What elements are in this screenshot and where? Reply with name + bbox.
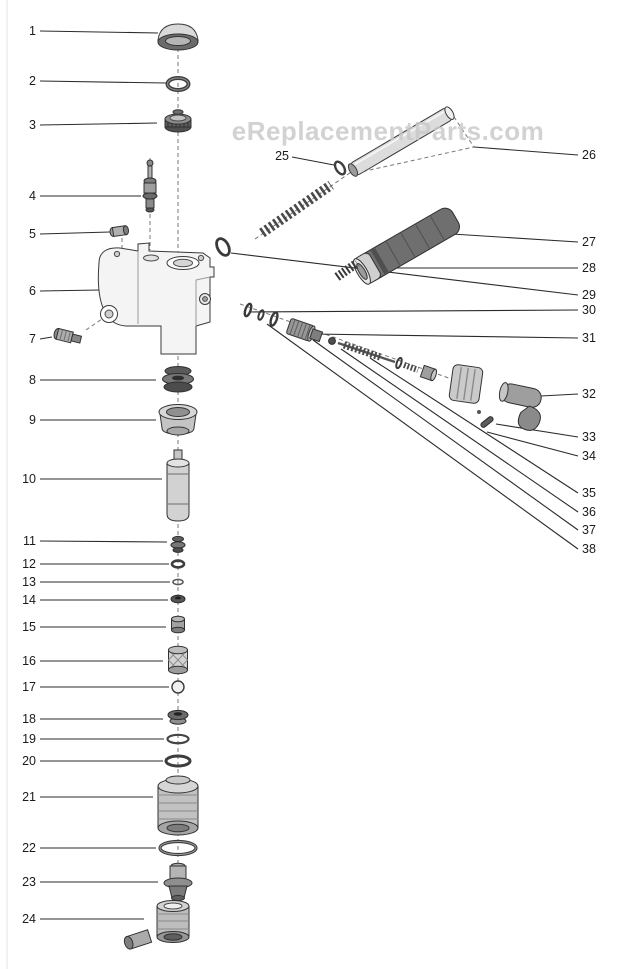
callout-line-35 (369, 357, 579, 494)
watermark: eReplacementParts.com (232, 116, 545, 146)
part-5-plug (109, 225, 129, 237)
callout-line-38 (266, 323, 579, 550)
part-26-suction-tube (347, 106, 455, 177)
callout-line-3 (39, 122, 158, 126)
callout-number-18: 18 (22, 712, 36, 726)
callout-number-11: 11 (23, 534, 36, 548)
callout-number-31: 31 (582, 331, 596, 345)
callout-line-26 (473, 146, 579, 156)
callout-number-34: 34 (582, 449, 596, 463)
part-4-valve-stem (142, 159, 158, 213)
part-25-oring (333, 160, 347, 176)
part-19-oring (166, 733, 190, 745)
callout-number-22: 22 (22, 841, 36, 855)
callout-number-1: 1 (29, 24, 36, 38)
callout-number-17: 17 (22, 680, 36, 694)
part-7-fitting (53, 327, 83, 344)
callout-line-33 (495, 423, 579, 438)
callout-line-1 (39, 30, 159, 34)
callout-number-2: 2 (29, 74, 36, 88)
callout-number-27: 27 (582, 235, 596, 249)
callout-number-8: 8 (29, 373, 36, 387)
guide-lines (85, 48, 475, 912)
callout-number-21: 21 (22, 790, 36, 804)
callout-line-36 (340, 348, 579, 513)
callout-number-16: 16 (22, 654, 36, 668)
callout-number-38: 38 (582, 542, 596, 556)
part-18-seat-washer (167, 709, 189, 725)
callout-lines (39, 30, 579, 920)
part-28-spring (334, 259, 360, 281)
part-2-gasket (165, 76, 191, 92)
callout-number-29: 29 (582, 288, 596, 302)
part-rod-and-springs (328, 337, 438, 382)
part-33-pin (477, 410, 494, 428)
callout-number-7: 7 (29, 332, 36, 346)
part-1-cap (157, 23, 199, 51)
callout-number-6: 6 (29, 284, 36, 298)
callout-number-15: 15 (22, 620, 36, 634)
callout-number-24: 24 (22, 912, 36, 926)
callout-line-31 (313, 333, 579, 339)
part-11-retainer (170, 535, 186, 553)
callout-line-5 (39, 231, 111, 235)
callout-number-4: 4 (29, 189, 36, 203)
callout-labels: 1234567891011121314151617181920212223242… (22, 24, 596, 926)
callout-line-30 (249, 309, 579, 313)
parts-layer (53, 23, 542, 950)
part-17-ball (171, 680, 185, 694)
callout-number-12: 12 (22, 557, 36, 571)
callout-number-5: 5 (29, 227, 36, 241)
part-14-washer (170, 594, 186, 604)
callout-number-25: 25 (275, 149, 289, 163)
part-29-oring (215, 237, 231, 257)
part-23-foot-valve (163, 862, 193, 902)
callout-number-28: 28 (582, 261, 596, 275)
callout-number-33: 33 (582, 430, 596, 444)
callout-line-34 (486, 431, 579, 457)
part-32-trigger-valve (448, 364, 542, 431)
part-8-packing (162, 366, 194, 393)
callout-number-36: 36 (582, 505, 596, 519)
part-31-packing-nut (286, 318, 324, 343)
callout-number-14: 14 (22, 593, 36, 607)
callout-number-35: 35 (582, 486, 596, 500)
callout-number-10: 10 (22, 472, 36, 486)
callout-line-27 (451, 233, 579, 243)
callout-line-7 (39, 336, 53, 340)
callout-line-11 (39, 540, 168, 543)
callout-number-3: 3 (29, 118, 36, 132)
callout-number-20: 20 (22, 754, 36, 768)
part-16-cage (168, 645, 188, 675)
callout-line-32 (540, 393, 579, 397)
part-20-oring (164, 754, 192, 768)
part-13-small-ring (172, 578, 184, 586)
callout-line-37 (312, 339, 579, 531)
callout-number-19: 19 (22, 732, 36, 746)
part-3-nut (164, 109, 192, 133)
callout-number-26: 26 (582, 148, 596, 162)
callout-number-32: 32 (582, 387, 596, 401)
callout-line-29 (230, 252, 579, 296)
callout-number-37: 37 (582, 523, 596, 537)
callout-number-30: 30 (582, 303, 596, 317)
part-24-inlet-housing (123, 900, 190, 950)
callout-number-13: 13 (22, 575, 36, 589)
part-10-piston-rod (166, 449, 190, 522)
callout-line-25 (291, 156, 335, 166)
part-9-seat (158, 404, 198, 436)
callout-line-6 (39, 289, 101, 292)
callout-number-23: 23 (22, 875, 36, 889)
part-30-washers (243, 302, 279, 327)
part-15-spacer (171, 615, 185, 634)
callout-number-9: 9 (29, 413, 36, 427)
callout-line-2 (39, 80, 167, 84)
part-12-ring (170, 559, 186, 569)
part-21-cylinder (157, 775, 199, 836)
part-spring-large (259, 180, 334, 238)
part-22-oring (158, 839, 198, 857)
part-27-handle-grip (353, 207, 460, 285)
part-6-pump-block (97, 242, 215, 355)
